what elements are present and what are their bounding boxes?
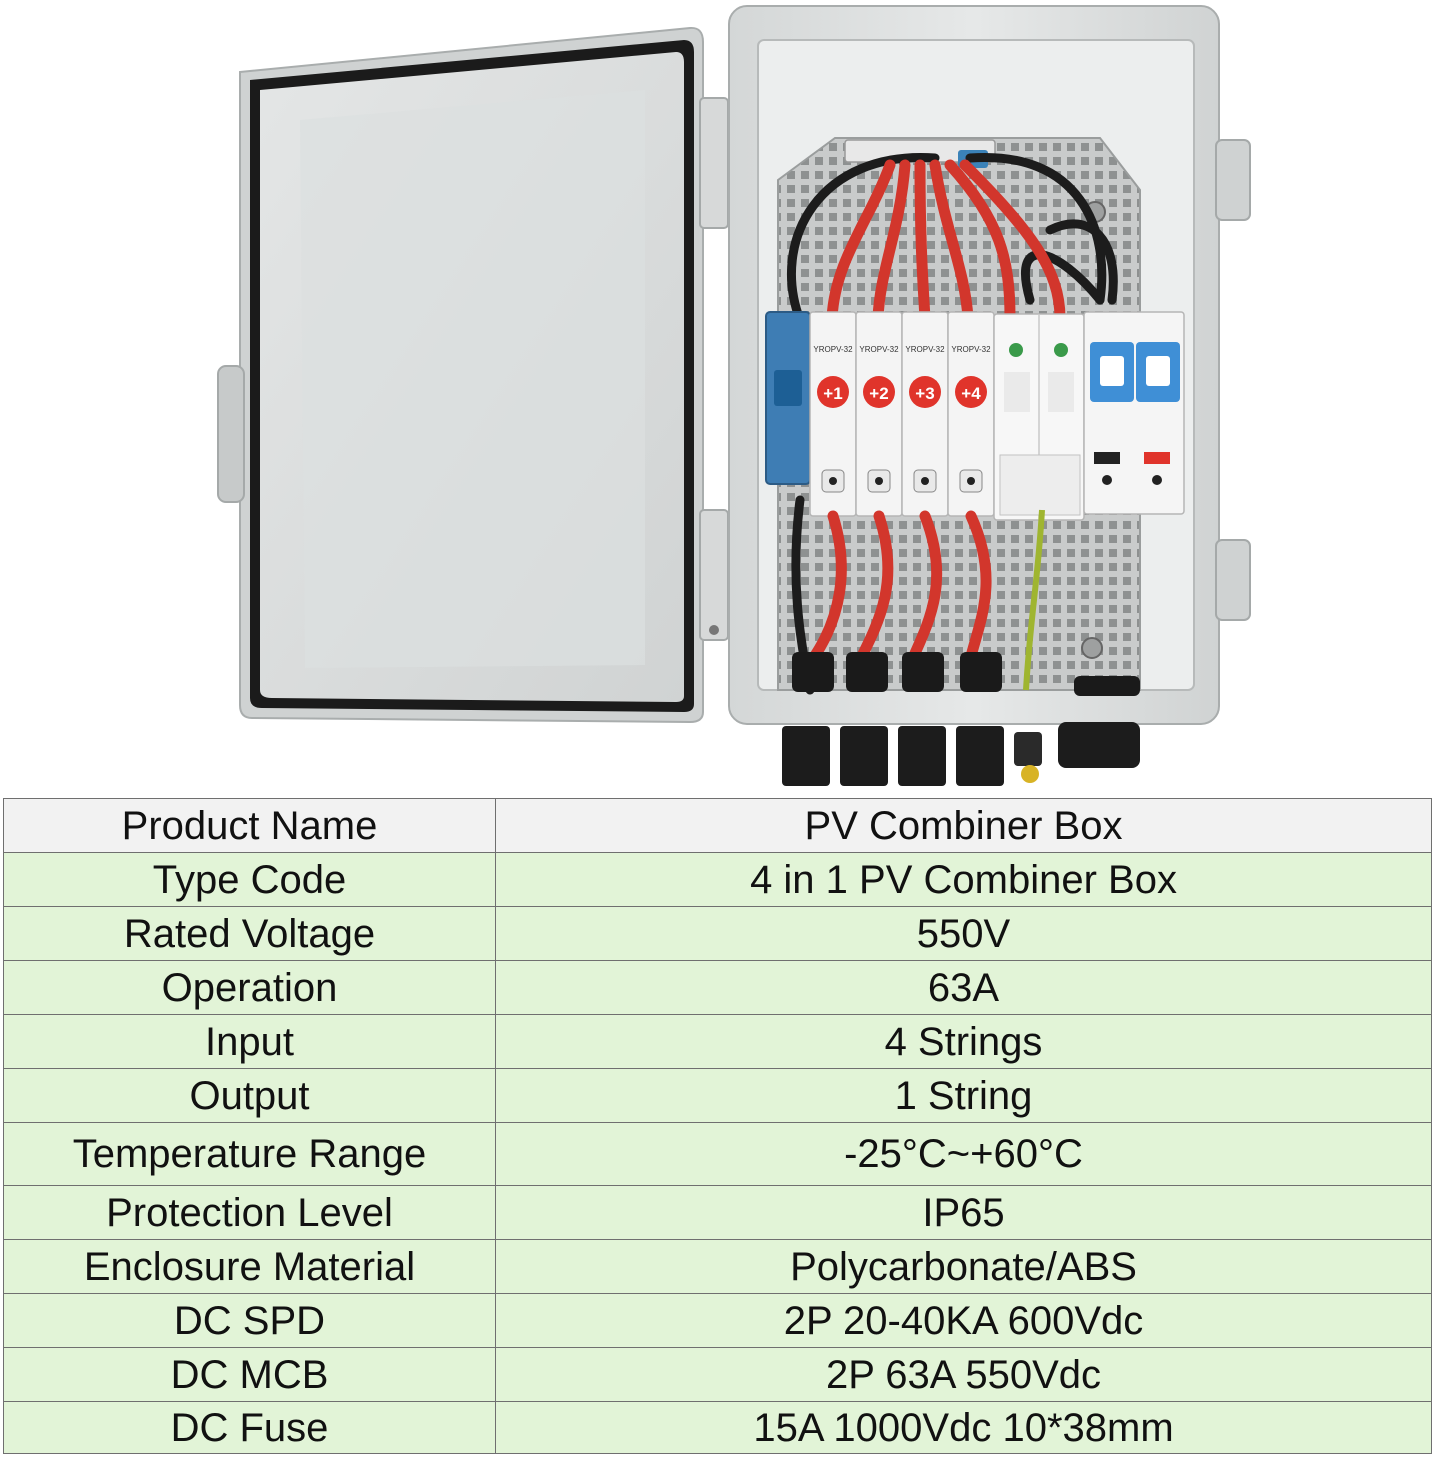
fuse-holder-2: YROPV-32 +2 xyxy=(855,311,903,517)
table-row: Enclosure Material Polycarbonate/ABS xyxy=(3,1239,1432,1294)
table-row: Input 4 Strings xyxy=(3,1014,1432,1069)
fuse-label-2: +2 xyxy=(869,384,888,403)
row-value: 4 Strings xyxy=(495,1014,1432,1069)
fuse-holder-4: YROPV-32 +4 xyxy=(947,311,995,517)
header-label-cell: Product Name xyxy=(3,798,496,853)
row-label: Temperature Range xyxy=(3,1122,496,1186)
dc-mcb-breaker xyxy=(1083,311,1185,515)
black-cables xyxy=(787,152,1118,695)
row-label: Rated Voltage xyxy=(3,906,496,961)
row-label: DC MCB xyxy=(3,1347,496,1402)
row-value: 15A 1000Vdc 10*38mm xyxy=(495,1401,1432,1454)
row-value: 2P 20-40KA 600Vdc xyxy=(495,1293,1432,1348)
fuse-model-4: YROPV-32 xyxy=(951,345,991,354)
table-row: Protection Level IP65 xyxy=(3,1185,1432,1240)
row-value: IP65 xyxy=(495,1185,1432,1240)
fuse-model-1: YROPV-32 xyxy=(813,345,853,354)
table-row: DC SPD 2P 20-40KA 600Vdc xyxy=(3,1293,1432,1348)
row-value: 1 String xyxy=(495,1068,1432,1123)
table-row: Output 1 String xyxy=(3,1068,1432,1123)
row-value: Polycarbonate/ABS xyxy=(495,1239,1432,1294)
header-value-cell: PV Combiner Box xyxy=(495,798,1432,853)
mc4-connectors-external xyxy=(782,722,1140,786)
row-label: DC Fuse xyxy=(3,1401,496,1454)
table-row: Temperature Range -25°C~+60°C xyxy=(3,1122,1432,1186)
table-header-row: Product Name PV Combiner Box xyxy=(3,798,1432,853)
table-row: Operation 63A xyxy=(3,960,1432,1015)
row-value: 550V xyxy=(495,906,1432,961)
fuse-holder-1: YROPV-32 +1 xyxy=(809,311,857,517)
red-cables-top xyxy=(826,159,1066,324)
row-value: 2P 63A 550Vdc xyxy=(495,1347,1432,1402)
row-value: -25°C~+60°C xyxy=(495,1122,1432,1186)
row-label: Input xyxy=(3,1014,496,1069)
fuse-holders: YROPV-32 +1 YROPV-32 +2 YROPV-32 +3 YROP… xyxy=(809,311,995,517)
row-label: Output xyxy=(3,1068,496,1123)
row-label: DC SPD xyxy=(3,1293,496,1348)
table-row: Type Code 4 in 1 PV Combiner Box xyxy=(3,852,1432,907)
dc-spd-module xyxy=(993,313,1085,521)
table-row: DC Fuse 15A 1000Vdc 10*38mm xyxy=(3,1401,1432,1454)
fuse-model-2: YROPV-32 xyxy=(859,345,899,354)
row-value: 63A xyxy=(495,960,1432,1015)
pv-string-blue-terminal xyxy=(765,311,811,485)
fuse-label-4: +4 xyxy=(961,384,981,403)
row-label: Protection Level xyxy=(3,1185,496,1240)
fuse-label-3: +3 xyxy=(915,384,934,403)
enclosure-lid xyxy=(217,26,729,724)
ground-wire xyxy=(1023,509,1045,691)
fuse-model-3: YROPV-32 xyxy=(905,345,945,354)
red-cables-bottom xyxy=(806,510,992,666)
table-row: DC MCB 2P 63A 550Vdc xyxy=(3,1347,1432,1402)
fuse-holder-3: YROPV-32 +3 xyxy=(901,311,949,517)
table-row: Rated Voltage 550V xyxy=(3,906,1432,961)
row-label: Operation xyxy=(3,960,496,1015)
row-label: Type Code xyxy=(3,852,496,907)
fuse-label-1: +1 xyxy=(823,384,842,403)
product-photo: YROPV-32 +1 YROPV-32 +2 YROPV-32 +3 YROP… xyxy=(217,5,1251,786)
mc4-connectors-inner xyxy=(792,652,1140,696)
spec-table: Product Name PV Combiner Box Type Code 4… xyxy=(3,798,1432,1454)
row-value: 4 in 1 PV Combiner Box xyxy=(495,852,1432,907)
row-label: Enclosure Material xyxy=(3,1239,496,1294)
